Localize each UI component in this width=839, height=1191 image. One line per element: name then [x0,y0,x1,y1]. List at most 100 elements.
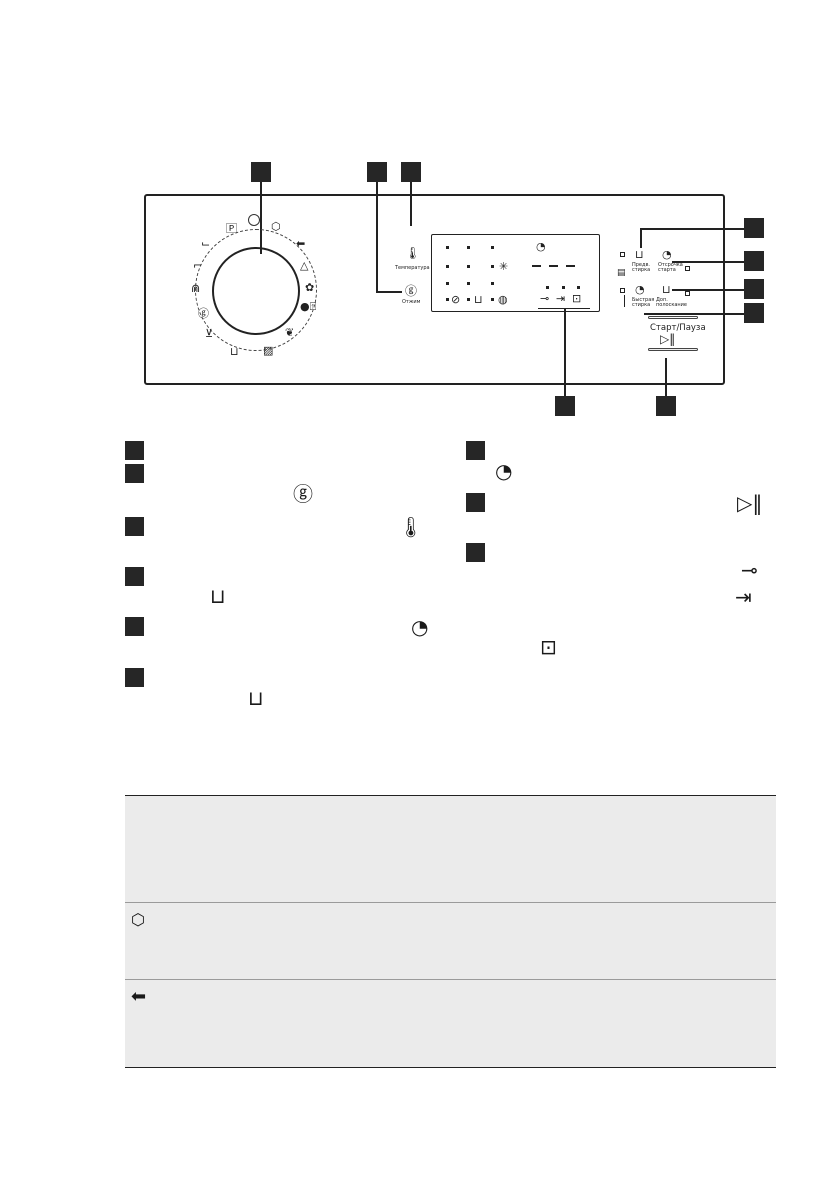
display-key-icon: ⊸ [540,292,550,305]
callout-marker-9 [656,396,676,416]
shoe-program-icon: ⌙ [201,237,211,250]
extra-rinse-icon[interactable]: ⊔ [662,283,671,296]
display-dot [446,265,449,268]
spin-program-icon: ⓖ [198,307,209,320]
display-arrow-icon: ⇥ [556,292,566,305]
program-dial-ring [195,229,317,351]
display-soil-icon: ◍ [498,293,508,306]
eco-cube-icon: ⬡ [131,910,145,929]
start-pause-button[interactable] [648,348,698,351]
callout-line-9 [665,358,667,396]
legend-marker-4 [125,567,144,586]
extra-rinse-indicator [685,291,690,296]
display-dot [491,298,494,301]
spin-icon[interactable]: ⓖ [405,284,418,298]
bedding-program-icon: ●⍐ [300,300,317,313]
callout-line-4 [640,228,744,230]
display-no-spin-icon: ⊘ [451,293,461,306]
wool-program-icon: ✿ [305,281,315,294]
callout-marker-7 [744,303,764,323]
display-door-icon: ⊡ [572,292,582,305]
display-segment [532,265,541,267]
jacket-program-icon: ⌐ [193,259,203,272]
prewash-icon: ⊔ [210,584,226,608]
start-pause-icon[interactable]: ▷‖ [660,332,676,346]
display-dot [446,282,449,285]
callout-line-2 [376,182,378,292]
button-bracket [624,295,625,307]
callout-marker-5 [744,251,764,271]
callout-marker-3 [401,162,421,182]
label-program-icon: ⬅ [296,237,306,250]
lcd-display [431,234,600,312]
extra-rinse-label: Доп. полоскание [656,297,688,308]
spin-icon: ⓖ [293,482,313,506]
callout-marker-8 [555,396,575,416]
callout-line-8 [564,308,566,396]
delay-start-icon[interactable]: ◔ [662,248,672,261]
shirt-program-icon: 🄿 [226,222,237,235]
callout-marker-2 [367,162,387,182]
display-dot [446,246,449,249]
quick-indicator [620,288,625,293]
quick-wash-icon[interactable]: ◔ [635,283,645,296]
thermometer-icon: 🌡 [398,515,424,539]
drain-program-icon: ⊻ [205,327,214,340]
label-tag-icon: ⬅ [131,986,147,1007]
legend-marker-2 [125,464,144,483]
callout-marker-1 [251,162,271,182]
legend-marker-6 [125,668,144,687]
eco-cube-program-icon: ⬡ [271,220,281,233]
display-rinse-hold-icon: ⊔ [474,293,483,306]
callout-line-1 [260,182,262,254]
temperature-label: Температура [395,265,430,271]
prewash-icon[interactable]: ⊔ [635,248,644,261]
door-lock-icon: ⊡ [540,635,557,659]
display-dot [467,282,470,285]
dial-off-position [248,214,260,226]
display-dot [467,298,470,301]
display-dot [467,246,470,249]
start-pause-icon: ▷‖ [737,491,763,515]
display-star-icon: ✳ [499,260,509,273]
delay-start-label: Отсрочка старта [658,262,683,273]
prewash-label: Предв. стирка [632,262,651,273]
callout-line-5 [672,261,744,263]
legend-marker-7 [466,441,485,460]
display-segment [566,265,575,267]
legend-marker-9 [466,543,485,562]
legend-marker-1 [125,441,144,460]
display-dot [491,265,494,268]
arrow-to-bar-icon: ⇥ [735,585,752,609]
display-dot [491,282,494,285]
quick-wash-label: Быстрая стирка [632,297,655,308]
delay-start-icon: ◔ [411,615,429,639]
extra-rinse-icon: ⊔ [248,686,264,710]
table-row [125,979,776,1067]
delicate-program-icon: △ [300,259,309,272]
callout-line-4b [640,228,642,248]
jeans-program-icon: ⋒ [191,282,201,295]
thermometer-icon[interactable]: 🌡 [405,246,421,260]
legend-marker-8 [466,493,485,512]
display-dot [577,286,580,289]
child-lock-key-icon: ⊸ [741,558,758,582]
display-dot [446,298,449,301]
callout-marker-6 [744,279,764,299]
display-dot [491,246,494,249]
program-selector-dial[interactable] [212,247,300,335]
legend-marker-5 [125,617,144,636]
rinse-program-icon: ⊔ [230,345,239,358]
callout-line-3 [410,182,412,226]
quick-wash-icon: ◔ [495,459,513,483]
prewash-indicator [620,252,625,257]
display-delay-icon: ◔ [536,240,546,253]
callout-marker-4 [744,218,764,238]
program-table [125,795,776,1068]
callout-line-2b [376,291,402,293]
display-segment [549,265,558,267]
callout-line-6 [672,289,744,291]
start-pause-top-bar [648,316,698,319]
display-dot [562,286,565,289]
callout-line-7 [644,313,744,315]
